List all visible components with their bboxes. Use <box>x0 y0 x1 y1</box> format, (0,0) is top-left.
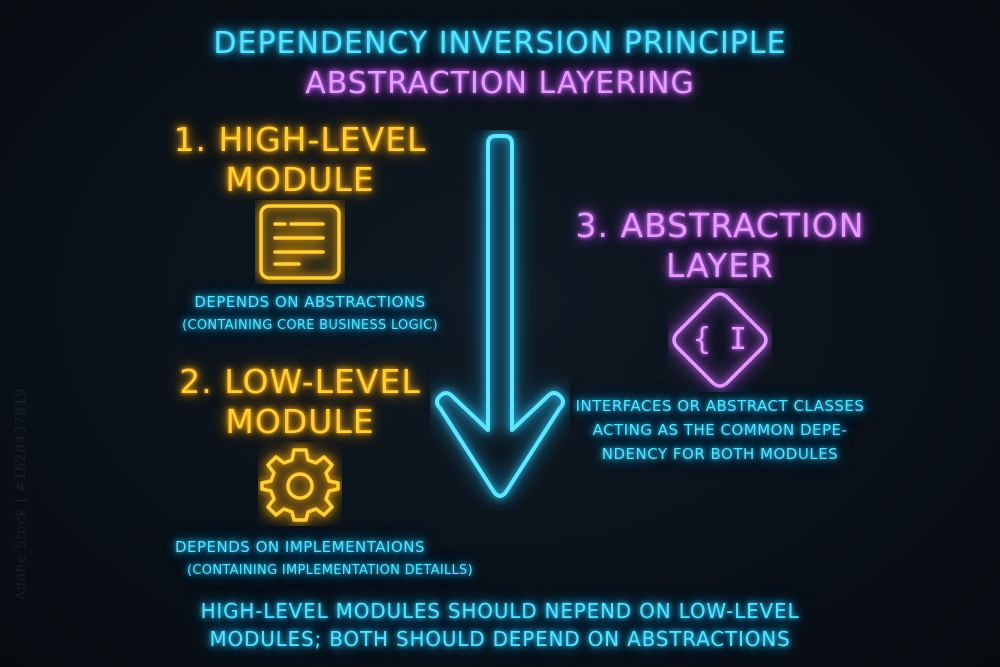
abstraction-description-line1: INTERFACES OR ABSTRACT CLASSES <box>575 397 865 415</box>
high-level-description-line1: DEPENDS ON ABSTRACTIONS <box>194 293 426 311</box>
document-icon <box>259 204 341 280</box>
high-level-description-line2: (CONTAINING CORE BUSINESS LOGIC) <box>182 318 438 333</box>
page-subtitle: ABSTRACTION LAYERING <box>305 66 695 101</box>
low-level-description-line2: (CONTAINING IMPLEMENTATION DETAILLS) <box>187 563 473 578</box>
high-level-heading-line2: MODULE <box>225 160 375 199</box>
abstraction-description-line2: ACTING AS THE COMMON DEPE- <box>592 421 848 439</box>
low-level-module-section: 2. LOW-LEVEL MODULE <box>160 362 440 442</box>
high-level-heading: 1. HIGH-LEVEL MODULE <box>160 120 440 200</box>
page-title: DEPENDENCY INVERSION PRINCIPLE <box>213 26 787 61</box>
low-level-heading-line2: MODULE <box>225 402 375 441</box>
low-level-heading-line1: 2. LOW-LEVEL <box>179 362 421 401</box>
high-level-heading-line1: 1. HIGH-LEVEL <box>173 120 427 159</box>
abstraction-description-line3: NDENCY FOR BOTH MODULES <box>601 445 839 463</box>
abstraction-heading-line1: 3. ABSTRACTION <box>575 206 865 245</box>
code-braces-glyph: { I <box>692 322 748 357</box>
abstraction-layer-section: 3. ABSTRACTION LAYER <box>560 206 880 286</box>
stock-watermark: Adobe Stock | #1628437819 <box>14 387 29 600</box>
gear-icon <box>260 448 340 522</box>
code-braces-icon: { I <box>668 288 772 392</box>
footer-statement-line1: HIGH-LEVEL MODULES SHOULD NEPEND ON LOW-… <box>200 599 800 623</box>
high-level-module-section: 1. HIGH-LEVEL MODULE <box>160 120 440 200</box>
abstraction-heading-line2: LAYER <box>665 246 775 285</box>
low-level-heading: 2. LOW-LEVEL MODULE <box>160 362 440 442</box>
abstraction-heading: 3. ABSTRACTION LAYER <box>560 206 880 286</box>
dependency-arrow <box>435 134 565 498</box>
footer-statement-line2: MODULES; BOTH SHOULD DEPEND ON ABSTRACTI… <box>209 627 791 651</box>
low-level-description-line1: DEPENDS ON IMPLEMENTAIONS <box>174 538 426 556</box>
